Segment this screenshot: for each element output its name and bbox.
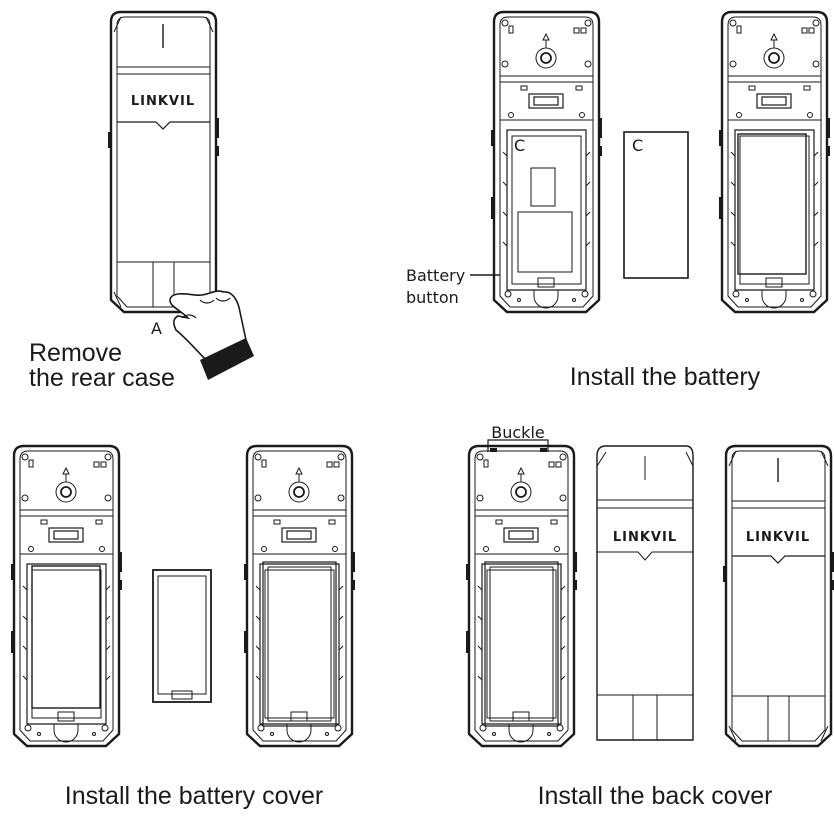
buckle-bracket [487, 439, 549, 452]
step-install-battery-cover: Install the battery cover [9, 444, 357, 810]
hand-icon [169, 290, 254, 380]
step-install-battery: C C Battery button Install the battery [406, 10, 832, 391]
component-label-c: C [514, 136, 525, 155]
buckle-label: Buckle [491, 423, 544, 442]
caption-install-back-cover: Install the back cover [538, 782, 773, 810]
brand-logo-cover: LINKVIL [613, 530, 677, 545]
battery-pack [623, 131, 689, 279]
caption-install-battery: Install the battery [570, 363, 761, 391]
component-label-c-loose: C [632, 136, 643, 155]
battery-button-label-line1: Battery [406, 266, 465, 285]
caption-remove-line2: the rear case [29, 364, 175, 392]
brand-logo-assembled: LINKVIL [746, 530, 810, 545]
caption-remove-line1: Remove [29, 339, 122, 367]
step-install-back-cover: Buckle LINKVIL LINKVIL Install the back … [464, 423, 834, 810]
caption-install-battery-cover: Install the battery cover [65, 782, 323, 810]
back-cover-part: LINKVIL [596, 445, 694, 741]
point-label-a: A [151, 319, 162, 338]
brand-logo: LINKVIL [131, 94, 195, 109]
step-remove-rear-case: LINKVIL A Remove the rear case [29, 10, 254, 392]
battery-button-label-line2: button [406, 288, 459, 307]
battery-cover-part [152, 569, 212, 703]
